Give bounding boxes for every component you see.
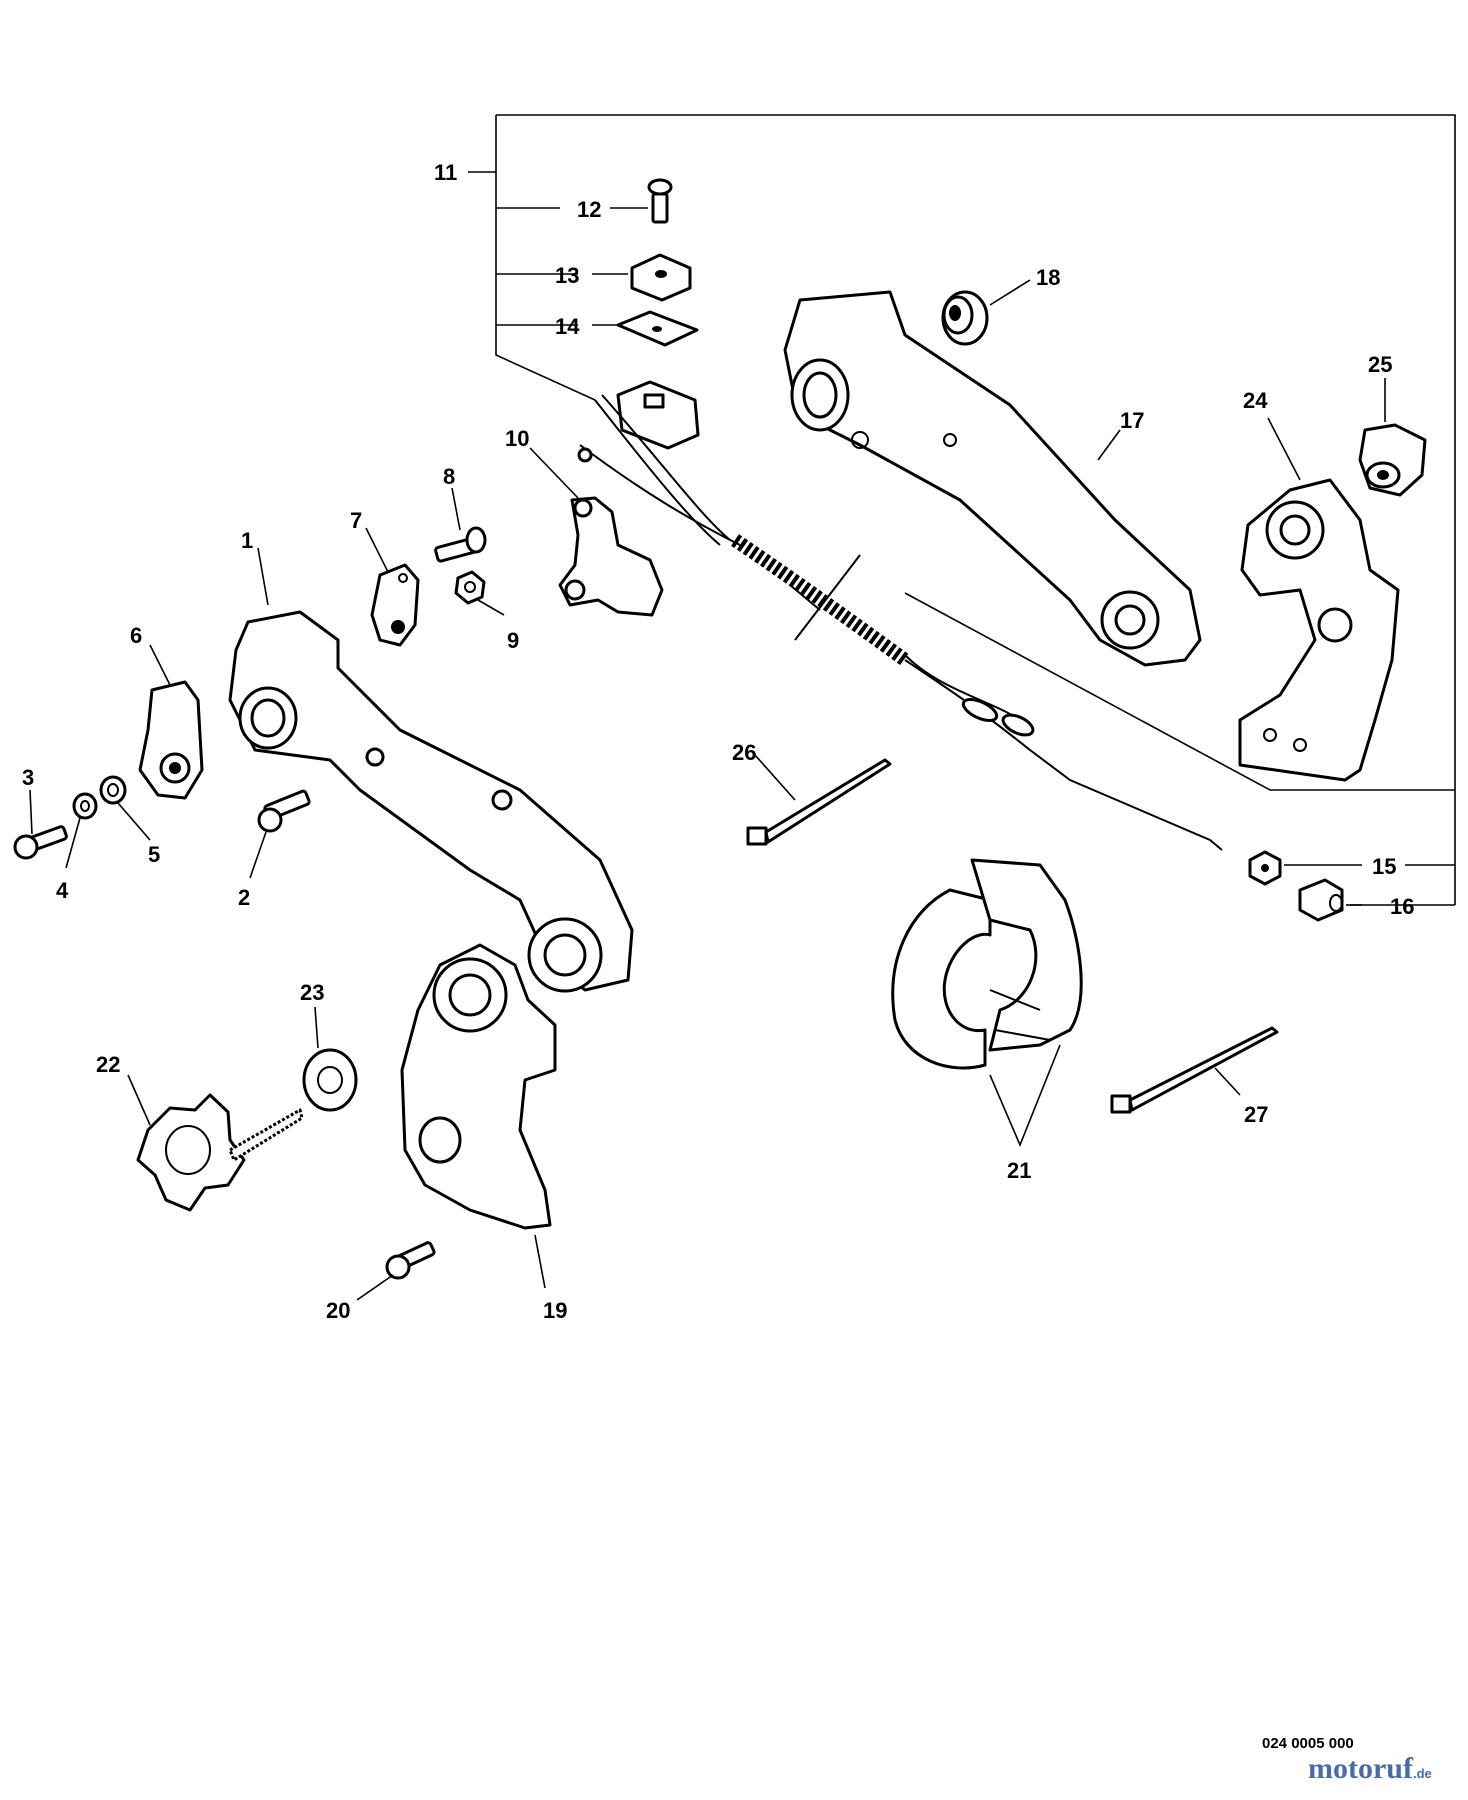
part-5-washer bbox=[99, 775, 127, 805]
part-10-trigger bbox=[558, 496, 664, 617]
part-13-block bbox=[630, 253, 692, 302]
part-19-lower-handle bbox=[400, 943, 557, 1230]
callout-14: 14 bbox=[555, 314, 580, 339]
callout-7: 7 bbox=[350, 508, 362, 533]
part-21-sleeve bbox=[891, 858, 1083, 1070]
part-9-nut bbox=[454, 570, 486, 605]
part-3-screw bbox=[13, 825, 68, 860]
part-2-screw bbox=[257, 789, 311, 833]
callout-labels: 1 2 3 4 5 6 7 8 9 10 11 12 13 14 15 16 1 bbox=[22, 160, 1414, 1323]
part-6-lever bbox=[138, 680, 204, 800]
callout-21: 21 bbox=[1007, 1158, 1031, 1183]
part-24-clamp-half bbox=[1238, 478, 1400, 782]
drawing-number: 024 0005 000 bbox=[1262, 1735, 1354, 1752]
part-14-gasket bbox=[616, 310, 699, 347]
part-22-star-knob bbox=[136, 1093, 304, 1212]
callout-9: 9 bbox=[507, 628, 519, 653]
part-27-cable-tie bbox=[1110, 1026, 1279, 1114]
callout-19: 19 bbox=[543, 1298, 567, 1323]
part-4-washer bbox=[72, 792, 98, 820]
part-26-cable-tie bbox=[746, 758, 892, 846]
callout-13: 13 bbox=[555, 263, 579, 288]
callout-17: 17 bbox=[1120, 408, 1144, 433]
callout-6: 6 bbox=[130, 623, 142, 648]
callout-24: 24 bbox=[1243, 388, 1268, 413]
callout-2: 2 bbox=[238, 885, 250, 910]
watermark-logo: motoruf.de bbox=[1308, 1752, 1432, 1786]
callout-3: 3 bbox=[22, 765, 34, 790]
callout-16: 16 bbox=[1390, 894, 1414, 919]
callout-18: 18 bbox=[1036, 265, 1060, 290]
callout-1: 1 bbox=[241, 528, 253, 553]
callout-12: 12 bbox=[577, 197, 601, 222]
watermark-suffix: .de bbox=[1412, 1766, 1432, 1781]
part-17-housing-half bbox=[783, 290, 1202, 667]
part-23-washer bbox=[302, 1048, 358, 1112]
switch-and-cable-assembly bbox=[577, 380, 1223, 851]
callout-11: 11 bbox=[434, 160, 457, 185]
callout-4: 4 bbox=[56, 878, 69, 903]
part-20-screw bbox=[385, 1241, 436, 1280]
callout-27: 27 bbox=[1244, 1102, 1268, 1127]
part-1-handle bbox=[228, 610, 634, 993]
part-25-insert bbox=[1358, 423, 1427, 497]
callout-26: 26 bbox=[732, 740, 756, 765]
part-18-grommet bbox=[941, 290, 989, 346]
part-16-spacer bbox=[1298, 878, 1344, 922]
callout-15: 15 bbox=[1372, 854, 1396, 879]
part-8-screw bbox=[434, 526, 487, 563]
callout-22: 22 bbox=[96, 1052, 120, 1077]
callout-10: 10 bbox=[505, 426, 529, 451]
callout-23: 23 bbox=[300, 980, 324, 1005]
watermark-main: motoruf bbox=[1308, 1752, 1413, 1785]
part-15-nut bbox=[1248, 850, 1282, 886]
part-12-screw bbox=[647, 178, 673, 224]
callout-25: 25 bbox=[1368, 352, 1392, 377]
callout-5: 5 bbox=[148, 842, 160, 867]
part-7-bracket bbox=[370, 563, 420, 647]
group-bracket-11 bbox=[495, 114, 1456, 906]
callout-8: 8 bbox=[443, 464, 455, 489]
callout-20: 20 bbox=[326, 1298, 350, 1323]
